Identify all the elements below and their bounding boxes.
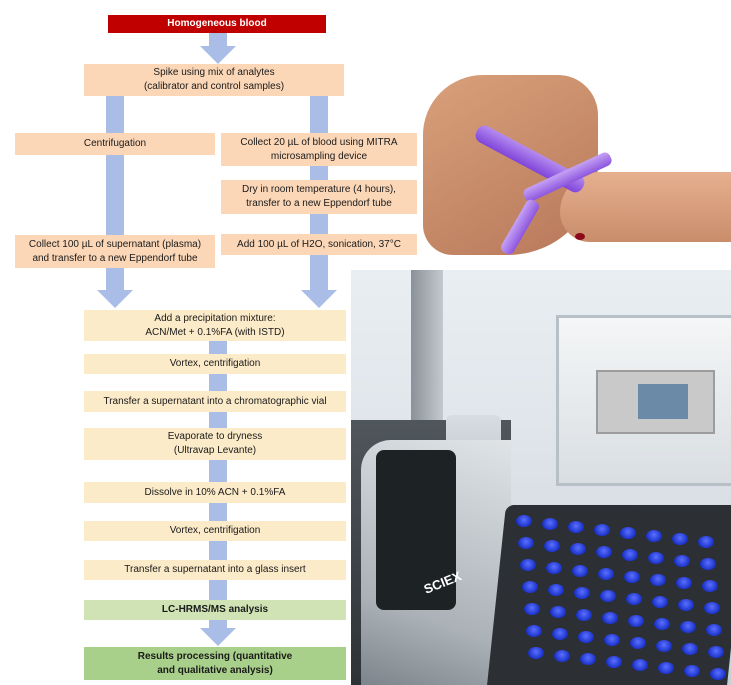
arrow-shaft [310,255,328,292]
vial-cap [652,596,668,608]
vial-cap [570,543,586,555]
vial-cap [524,603,540,615]
arrow-head [97,290,133,308]
arrow-shaft [209,412,227,428]
vial-cap [698,536,714,548]
vial-cap [684,665,700,677]
vial-cap [606,656,622,668]
arrow-head [200,46,236,64]
vial-cap [522,581,538,593]
arrow-shaft [310,96,328,133]
vial-cap [578,631,594,643]
arrow-shaft [310,214,328,234]
vial-cap [520,559,536,571]
arrow-shaft [209,541,227,560]
vial-cap [550,606,566,618]
step-transfer-insert: Transfer a supernatant into a glass inse… [84,560,346,580]
arrow-head [301,290,337,308]
vial-cap [700,558,716,570]
step-add-h2o: Add 100 µL of H2O, sonication, 37°C [221,234,417,255]
vial-cap [552,628,568,640]
vial-cap [702,580,718,592]
vial-cap [526,625,542,637]
step-dry: Dry in room temperature (4 hours), trans… [221,180,417,214]
vial-cap [596,546,612,558]
step-lc-hrms-analysis: LC-HRMS/MS analysis [84,600,346,620]
finger [560,172,731,242]
vial-cap [548,584,564,596]
vial-cap [600,590,616,602]
vial-cap [646,530,662,542]
arrow-shaft [106,155,124,235]
vial-cap [672,533,688,545]
vial-cap [546,562,562,574]
vial-cap [656,640,672,652]
vial-cap [576,609,592,621]
vial-cap [678,599,694,611]
step-spike: Spike using mix of analytes (calibrator … [84,64,344,96]
vial-cap [580,653,596,665]
vial-cap [528,647,544,659]
step-centrifugation: Centrifugation [15,133,215,155]
step-dissolve: Dissolve in 10% ACN + 0.1%FA [84,482,346,503]
vial-cap [658,662,674,674]
lab-photo: SCIEX [351,270,731,685]
vial-cap [626,593,642,605]
vial-cap [568,521,584,533]
vial-cap [708,646,724,658]
arrow-shaft [209,620,227,630]
vial-cap [604,634,620,646]
step-transfer-vial: Transfer a supernatant into a chromatogr… [84,391,346,412]
vial-cap [544,540,560,552]
arrow-shaft [209,580,227,600]
vial-cap [554,650,570,662]
vial-cap [680,621,696,633]
step-evaporate: Evaporate to dryness (Ultravap Levante) [84,428,346,460]
arrow-shaft [106,268,124,292]
arrow-shaft [209,341,227,354]
vial-cap [620,527,636,539]
step-precipitation: Add a precipitation mixture: ACN/Met + 0… [84,310,346,341]
vial-cap [682,643,698,655]
vial-cap [622,549,638,561]
lab-pole [411,270,443,435]
vial-cap [628,615,644,627]
vial-cap [674,555,690,567]
step-collect-blood-mitra: Collect 20 µL of blood using MITRA micro… [221,133,417,166]
vial-cap [676,577,692,589]
vial-cap [542,518,558,530]
vial-cap [594,524,610,536]
step-results-processing: Results processing (quantitative and qua… [84,647,346,680]
step-collect-plasma: Collect 100 µL of supernatant (plasma) a… [15,235,215,268]
step-vortex-1: Vortex, centrifigation [84,354,346,374]
arrow-shaft [209,460,227,482]
step-vortex-2: Vortex, centrifigation [84,521,346,541]
mass-spectrometer-front [376,450,456,610]
lab-shelf [596,370,715,434]
arrow-shaft [209,33,227,48]
step-homogeneous-blood: Homogeneous blood [108,15,326,33]
vial-cap [654,618,670,630]
vial-cap [602,612,618,624]
arrow-shaft [209,503,227,521]
arrow-shaft [106,96,124,133]
arrow-shaft [209,374,227,391]
vial-cap [598,568,614,580]
vial-cap [572,565,588,577]
vial-cap [630,637,646,649]
vial-cap [518,537,534,549]
vial-cap [710,668,726,680]
vial-cap [516,515,532,527]
vial-cap [706,624,722,636]
blood-drop [575,233,585,240]
vial-cap [624,571,640,583]
vial-cap [632,659,648,671]
arrow-shaft [310,166,328,180]
vial-cap [650,574,666,586]
vial-cap [704,602,720,614]
arrow-head [200,628,236,646]
vial-cap [648,552,664,564]
vial-cap [574,587,590,599]
